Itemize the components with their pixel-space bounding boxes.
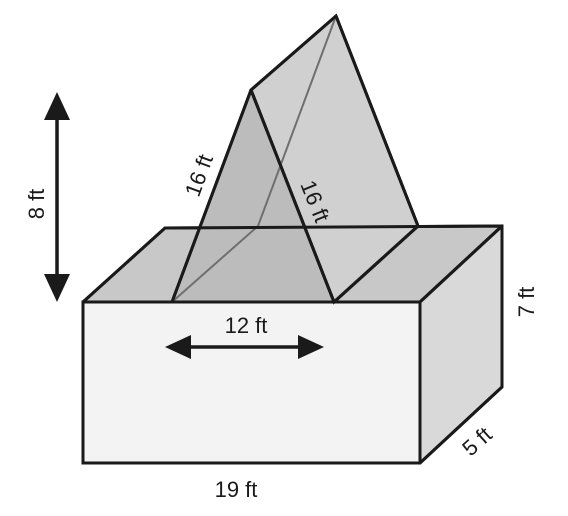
label-height-total: 8 ft — [24, 189, 49, 220]
base-arrow-head-right — [298, 335, 324, 359]
label-prism-base: 12 ft — [225, 313, 268, 338]
label-box-length: 19 ft — [215, 477, 258, 502]
prism-hidden-base-edge — [171, 225, 259, 303]
prism-base-arrow — [165, 335, 324, 359]
label-box-height: 7 ft — [514, 287, 539, 318]
height-arrow-head-bottom — [44, 274, 70, 302]
label-box-depth: 5 ft — [457, 422, 496, 461]
prism-hidden-slant-edge — [257, 15, 337, 227]
prism-outline — [170, 13, 420, 304]
base-arrow-head-left — [165, 335, 191, 359]
prism-front-right-edge — [249, 88, 420, 305]
height-arrow-head-top — [44, 92, 70, 120]
height-arrow — [44, 92, 70, 302]
